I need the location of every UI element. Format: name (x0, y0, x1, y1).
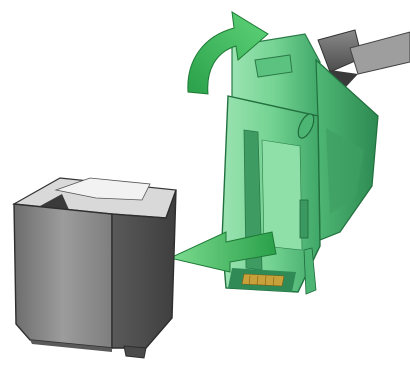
electrical-contacts (242, 274, 284, 286)
ink-cartridge (14, 178, 176, 358)
